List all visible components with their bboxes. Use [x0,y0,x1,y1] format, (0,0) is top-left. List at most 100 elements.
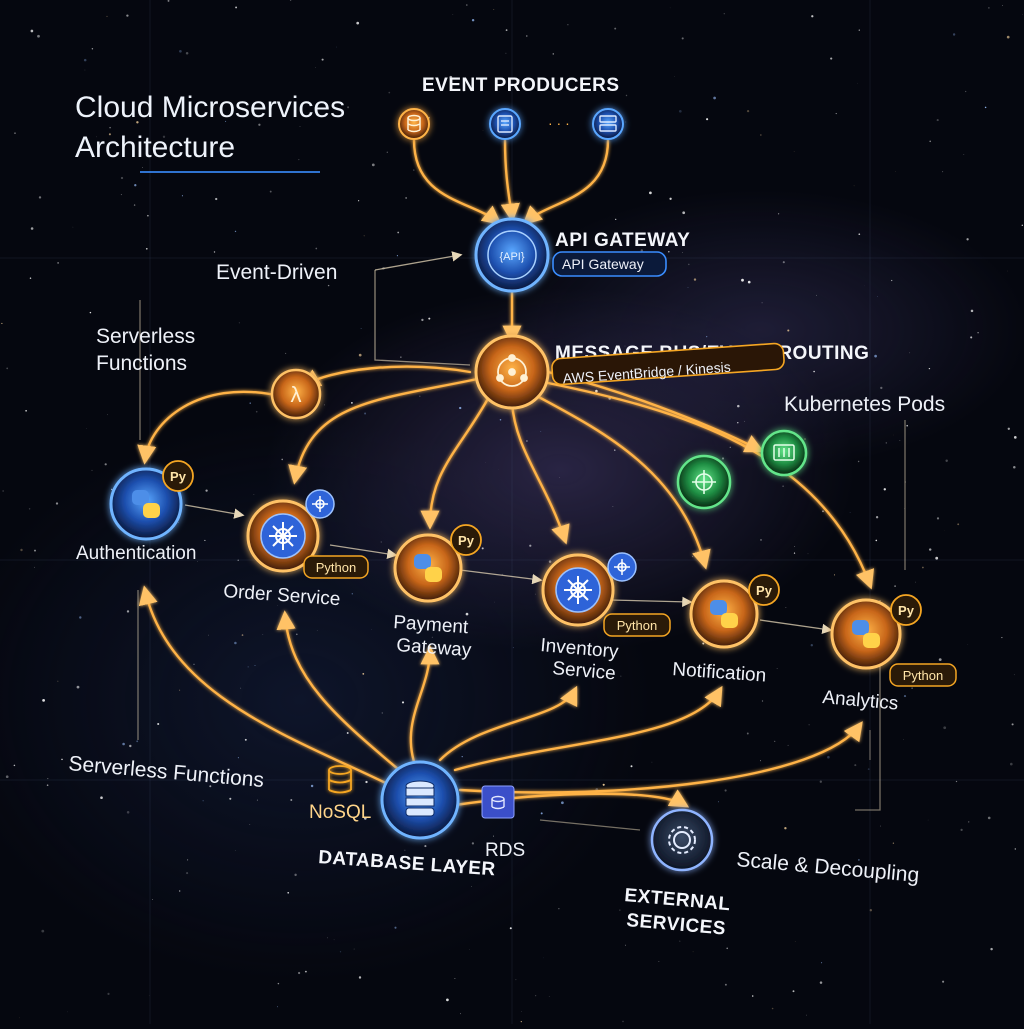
star [248,666,249,667]
star [365,781,367,783]
star [182,195,183,196]
star [988,7,989,8]
star [535,594,536,595]
kubernetes-icon [564,576,592,604]
star [772,1008,774,1010]
nosql-label: NoSQL [309,802,371,823]
star [820,781,822,783]
star [911,687,912,688]
star [327,937,328,938]
star [255,665,256,666]
star [31,30,34,33]
star [505,53,506,54]
star [706,118,708,120]
star [402,701,404,703]
star [806,1015,807,1016]
star [56,502,58,504]
star [1002,5,1003,6]
star [747,733,749,735]
star [777,668,778,669]
star [669,198,671,200]
kubernetes-icon [269,522,297,550]
star [516,979,517,980]
star [256,411,258,413]
star [718,801,719,802]
star [34,567,35,568]
star [886,442,887,443]
star [42,699,45,702]
star [651,762,652,763]
star [371,629,372,630]
star [364,235,365,236]
star [278,983,279,984]
star [215,198,217,200]
database-layer-label: DATABASE LAYER [318,847,497,880]
star [1008,428,1010,430]
star [404,850,405,851]
star [37,35,40,38]
star [229,798,231,800]
star [90,312,91,313]
star [820,981,823,984]
star [822,510,824,512]
star [328,285,329,286]
kubernetes-pod-node-2[interactable] [762,431,806,475]
producer-node-2[interactable] [490,109,520,139]
star [549,996,550,997]
star [706,336,707,337]
api-gateway-sublabel: API Gateway [562,256,644,272]
star [84,59,87,62]
analytics-node[interactable] [832,600,900,668]
star [249,824,250,825]
api-gateway-node[interactable]: {API} [476,219,548,291]
star [20,549,22,551]
star [1007,271,1008,272]
star [41,930,44,933]
star [612,108,613,109]
star [977,332,978,333]
external-services-node[interactable] [652,810,712,870]
star [682,252,683,253]
star [529,545,531,547]
producer-node-1[interactable] [399,109,429,139]
star [613,506,614,507]
order-badge: Python [316,560,356,575]
kubernetes-pod-node-1[interactable] [678,456,730,508]
star [968,821,969,822]
star [741,279,744,282]
star [929,368,930,369]
star [760,539,762,541]
producer-node-3[interactable] [593,109,623,139]
star [240,688,241,689]
star [783,261,785,263]
star [830,58,832,60]
star [107,414,108,415]
star [988,817,991,820]
star [960,829,962,831]
star [649,192,652,195]
star [421,319,423,321]
analytics-badge-2: Python [903,668,943,683]
message-bus-node[interactable] [476,336,548,408]
database-node[interactable] [382,762,458,838]
title-line-2: Architecture [75,131,235,164]
event-producers-label: EVENT PRODUCERS [422,75,620,96]
star [694,278,696,280]
star [786,607,787,608]
star [459,407,461,409]
inventory-service-node[interactable] [543,555,613,625]
star [469,949,470,950]
star [762,700,763,701]
notification-node[interactable] [691,581,757,647]
star [31,227,34,230]
star [296,633,298,635]
lambda-node[interactable]: λ [272,370,320,418]
star [1007,36,1010,39]
star [935,557,938,560]
star [858,461,859,462]
star [77,686,80,689]
star [811,644,813,646]
notification-label: Notification [672,659,767,687]
star [737,405,740,408]
star [692,556,693,557]
